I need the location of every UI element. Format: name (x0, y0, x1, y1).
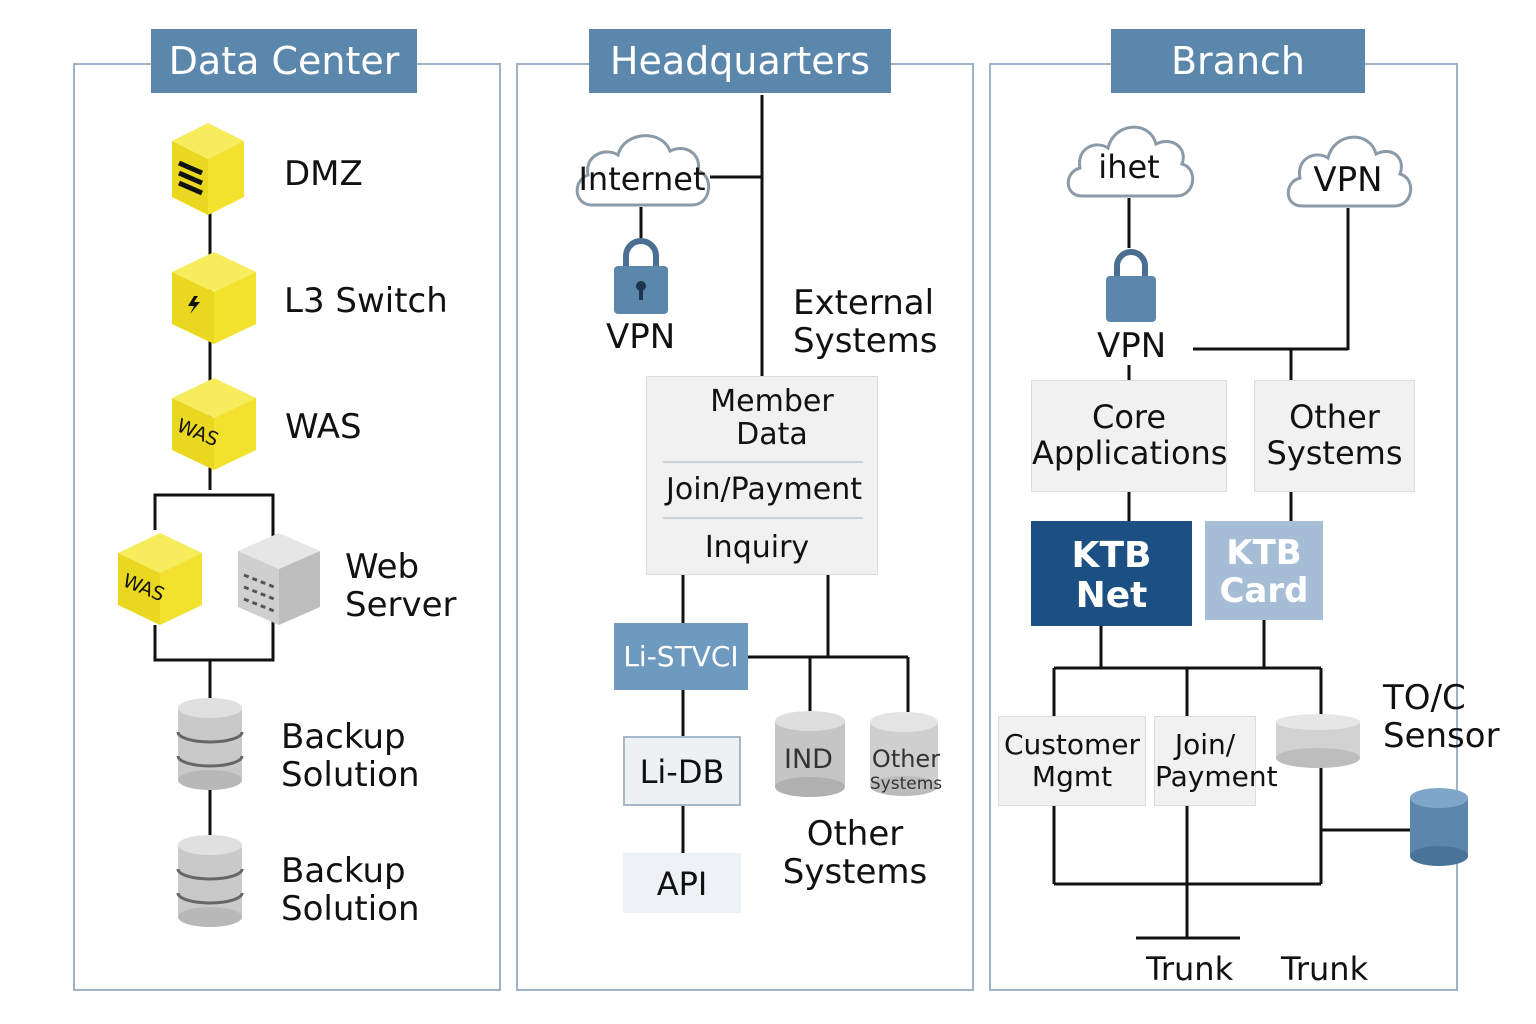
data-center-title: Data Center (151, 29, 417, 93)
backup-solution-label-1: Backup Solution (281, 717, 420, 795)
trunk-label-1: Trunk (1146, 950, 1234, 988)
internet-label: Internet (578, 160, 706, 198)
external-systems-label: External Systems (793, 283, 938, 361)
branch-vpn-label: VPN (1097, 326, 1167, 366)
toc-sensor-disk-icon (1276, 714, 1360, 768)
other-systems-box: Other Systems (1254, 380, 1415, 492)
other-small-label-1: Other (871, 745, 941, 773)
dmz-label: DMZ (284, 154, 363, 194)
hq-other-systems-label: Other Systems (782, 814, 928, 892)
li-stvci-box: Li-STVCI (614, 623, 748, 690)
backup-database-icon-1 (176, 698, 244, 790)
ktb-card-box: KTB Card (1205, 521, 1323, 620)
toc-sensor-label: TO/C Sensor (1383, 678, 1500, 756)
l3-switch-cube-icon (172, 252, 256, 344)
branch-title: Branch (1111, 29, 1365, 93)
web-server-label: Web Server (345, 547, 457, 625)
member-data-box: Member Data Join/Payment Inquiry (646, 376, 878, 575)
other-systems-database-icon (870, 712, 938, 796)
was-cube-icon: WAS (172, 378, 256, 470)
ind-label: IND (784, 744, 833, 775)
member-data-divider-1 (663, 461, 863, 463)
vpn-lock-icon (614, 238, 668, 314)
customer-mgmt-box: Customer Mgmt (998, 716, 1146, 806)
backup-database-icon-2 (176, 835, 244, 927)
trunk-label-2: Trunk (1281, 950, 1369, 988)
web-server-icon (238, 533, 320, 625)
other-small-label-2: Systems (869, 774, 943, 794)
ind-database-icon (775, 711, 845, 797)
hq-vpn-label: VPN (606, 317, 676, 357)
was-label: WAS (285, 407, 362, 447)
vpn-cloud-label: VPN (1313, 160, 1383, 200)
api-box: API (623, 853, 741, 913)
backup-solution-label-2: Backup Solution (281, 851, 420, 929)
inquiry-label: Inquiry (704, 530, 810, 565)
internet-cloud-icon (575, 134, 711, 207)
ihet-cloud-icon (1066, 125, 1195, 198)
member-data-divider-2 (663, 517, 863, 519)
dmz-cube-icon (172, 123, 244, 215)
member-data-label: Member Data (710, 384, 834, 452)
was-server-cube-icon: WAS (118, 533, 202, 625)
sensor-database-icon (1410, 788, 1468, 866)
ihet-label: ihet (1098, 148, 1160, 186)
core-applications-box: Core Applications (1031, 380, 1227, 492)
branch-vpn-lock-icon (1106, 249, 1156, 322)
branch-join-payment-box: Join/ Payment (1154, 716, 1278, 806)
ktb-net-box: KTB Net (1031, 521, 1192, 626)
headquarters-title: Headquarters (589, 29, 891, 93)
vpn-cloud-icon (1286, 135, 1413, 208)
join-payment-label: Join/Payment (666, 472, 862, 507)
l3-switch-label: L3 Switch (284, 281, 448, 321)
li-db-box: Li-DB (623, 736, 741, 806)
